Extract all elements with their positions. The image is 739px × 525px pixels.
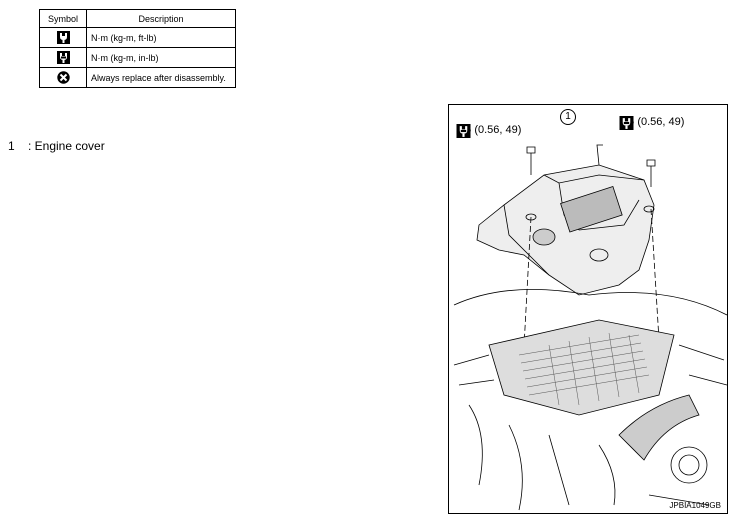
legend-description: N·m (kg-m, in-lb): [86, 47, 236, 68]
torque-spec-right: 5.5 (0.56, 49): [619, 116, 685, 130]
callout-list-item: 1 : Engine cover: [8, 139, 105, 153]
legend-row: N·m (kg-m, ft-lb): [39, 27, 236, 48]
callout-number: 1: [8, 139, 15, 153]
legend-description: Always replace after disassembly.: [86, 67, 236, 88]
torque-spec-left: 5.5 (0.56, 49): [456, 124, 522, 138]
legend-header-row: Symbol Description: [39, 9, 236, 28]
legend-row: Always replace after disassembly.: [39, 67, 236, 88]
figure-code: JPBIA1049GB: [669, 501, 721, 510]
symbol-legend-table: Symbol Description N·m (kg-m, ft-lb) N·m…: [39, 9, 236, 88]
torque-wrench-icon: [56, 31, 70, 44]
callout-label: : Engine cover: [28, 139, 105, 153]
torque-value: 5.5 (0.56, 49): [456, 124, 522, 136]
torque-wrench-inlb-icon: [456, 124, 471, 138]
always-replace-icon: [56, 71, 70, 84]
engine-cover-illustration: [453, 144, 727, 511]
legend-row: N·m (kg-m, in-lb): [39, 47, 236, 68]
figure-callout-number: 1: [560, 109, 576, 125]
legend-header-description: Description: [86, 9, 236, 28]
legend-header-symbol: Symbol: [39, 9, 87, 28]
torque-wrench-inlb-icon: [56, 51, 70, 64]
engine-cover-figure: 1 5.5 (0.56, 49) 5.5 (0.56, 49) JPBIA104…: [448, 104, 728, 514]
torque-value: 5.5 (0.56, 49): [619, 116, 685, 128]
torque-wrench-inlb-icon: [619, 116, 634, 130]
legend-description: N·m (kg-m, ft-lb): [86, 27, 236, 48]
